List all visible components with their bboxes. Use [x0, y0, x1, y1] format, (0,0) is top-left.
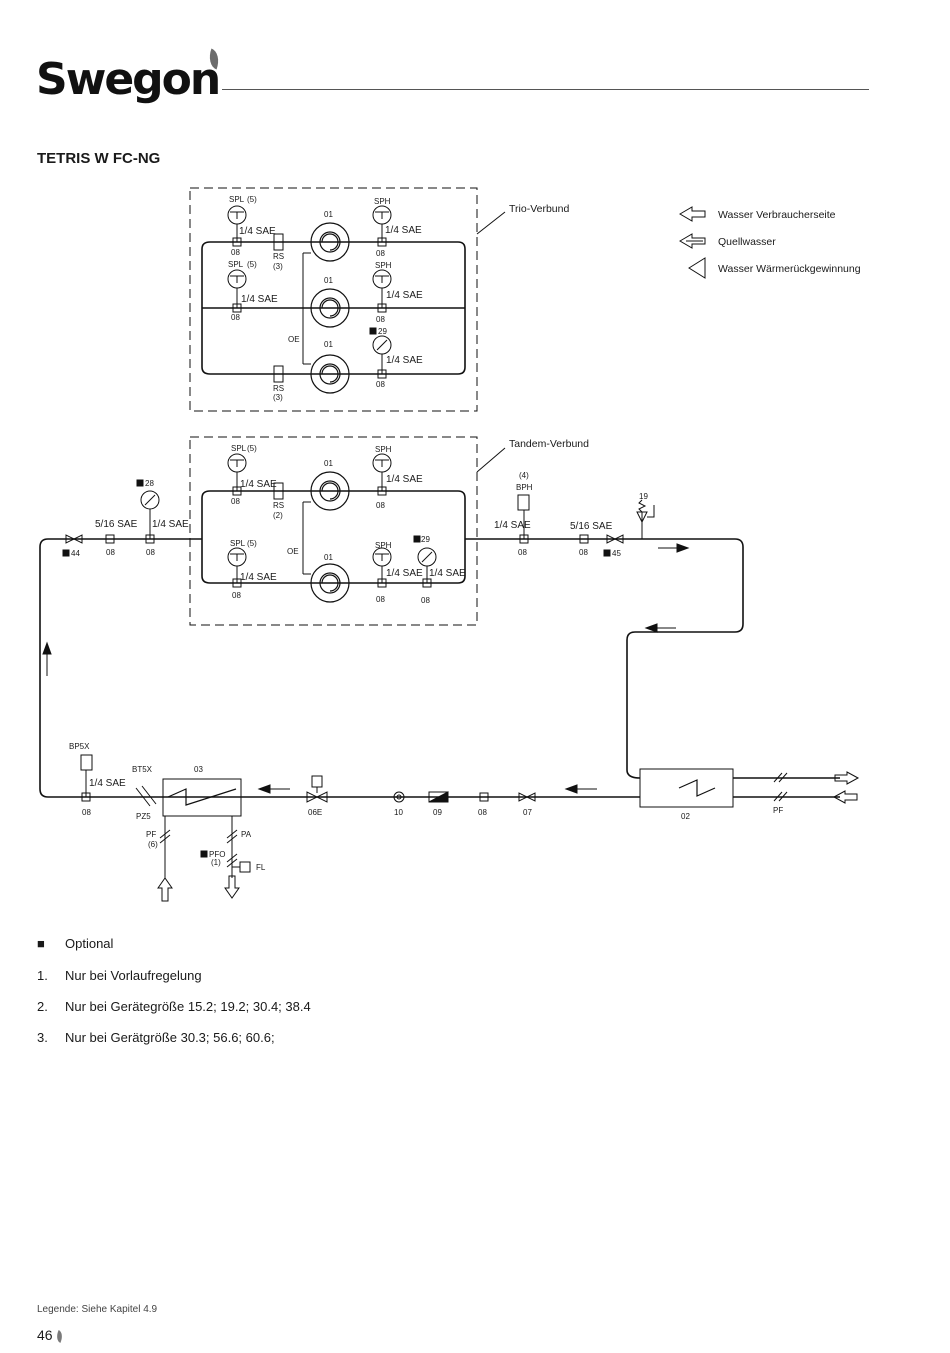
diagram-label: 08 [231, 248, 240, 257]
diagram-label: BT5X [132, 765, 153, 774]
diagram-label: 19 [639, 492, 648, 501]
diagram-label: SPH [375, 261, 392, 270]
diagram-label: PFO [209, 850, 225, 859]
header-divider [222, 89, 869, 90]
triangle-arrow-icon [688, 257, 706, 279]
diagram-label: 1/4 SAE [239, 226, 276, 237]
diagram-label: (2) [273, 511, 283, 520]
diagram-label: (5) [247, 260, 257, 269]
diagram-label: SPL [230, 539, 246, 548]
diagram-label: PF [146, 830, 156, 839]
legend-label: Quellwasser [718, 236, 776, 248]
tandem-group-frame [189, 436, 478, 626]
diagram-label: (3) [273, 393, 283, 402]
diagram-label: 1/4 SAE [386, 568, 423, 579]
diagram-label: 1/4 SAE [386, 355, 423, 366]
diagram-label: (5) [247, 444, 257, 453]
diagram-label: 01 [324, 210, 333, 219]
sph-label: SPH [374, 197, 391, 206]
diagram-label: FL [256, 863, 266, 872]
diagram-label: 01 [324, 459, 333, 468]
diagram-label: RS [273, 384, 284, 393]
page-number: 46 [37, 1327, 53, 1343]
hollow-arrow-icon [679, 206, 706, 222]
diagram-label: 07 [523, 808, 532, 817]
legende-reference: Legende: Siehe Kapitel 4.9 [37, 1304, 158, 1315]
diagram-label: (3) [273, 262, 283, 271]
diagram-label: 08 [232, 591, 241, 600]
diagram-label: 08 [106, 548, 115, 557]
diagram-label: (1) [211, 858, 221, 867]
diagram-label: 01 [324, 340, 333, 349]
diagram-label: 08 [231, 497, 240, 506]
diagram-label: 03 [194, 765, 203, 774]
diagram-label: 45 [612, 549, 621, 558]
diagram-label: 1/4 SAE [494, 520, 531, 531]
diagram-label: 1/4 SAE [89, 778, 126, 789]
diagram-label: 08 [376, 249, 385, 258]
diagram-label: SPH [375, 541, 392, 550]
diagram-label: 08 [146, 548, 155, 557]
swegon-logo: Swegon [36, 54, 221, 105]
diagram-label: 1/4 SAE [386, 290, 423, 301]
diagram-label: OE [288, 335, 300, 344]
diagram-label: 29 [421, 535, 430, 544]
diagram-label: 08 [518, 548, 527, 557]
diagram-label: 1/4 SAE [429, 568, 466, 579]
legend-label: Wasser Wärmerückgewinnung [718, 263, 861, 275]
diagram-label: 08 [421, 596, 430, 605]
diagram-label: 1/4 SAE [385, 225, 422, 236]
diagram-label: 29 [378, 327, 387, 336]
diagram-label: 08 [376, 501, 385, 510]
diagram-label: BPH [516, 483, 533, 492]
diagram-label: 08 [376, 380, 385, 389]
striped-arrow-icon [679, 233, 706, 249]
trio-group-frame [189, 187, 478, 412]
diagram-label: PZ5 [136, 812, 151, 821]
diagram-label: 08 [376, 595, 385, 604]
diagram-label: 44 [71, 549, 80, 558]
diagram-label: 08 [82, 808, 91, 817]
diagram-label: 5/16 SAE [570, 521, 613, 532]
diagram-label: 09 [433, 808, 442, 817]
diagram-label: 06E [308, 808, 322, 817]
diagram-label: (6) [148, 840, 158, 849]
diagram-label: 28 [145, 479, 154, 488]
diagram-label: SPH [375, 445, 392, 454]
diagram-label: 02 [681, 812, 690, 821]
diagram-label: (4) [519, 471, 529, 480]
diagram-label: SPL [228, 260, 244, 269]
diagram-label: PA [241, 830, 252, 839]
diagram-label: 1/4 SAE [386, 474, 423, 485]
diagram-label: 08 [376, 315, 385, 324]
trio-verbund-label: Trio-Verbund [509, 203, 569, 215]
diagram-label: PF [773, 806, 783, 815]
diagram-label: SPL [231, 444, 247, 453]
legend-label: Wasser Verbraucherseite [718, 209, 836, 221]
diagram-label: 1/4 SAE [241, 294, 278, 305]
diagram-label: 08 [231, 313, 240, 322]
diagram-label: 01 [324, 276, 333, 285]
diagram-label: BP5X [69, 742, 90, 751]
diagram-label: OE [287, 547, 299, 556]
diagram-label: RS [273, 501, 284, 510]
diagram-label: 08 [478, 808, 487, 817]
page-title: TETRIS W FC-NG [37, 150, 161, 167]
diagram-label: 1/4 SAE [152, 519, 189, 530]
diagram-label: 10 [394, 808, 403, 817]
diagram-label: 1/4 SAE [240, 479, 277, 490]
spl-label: SPL [229, 195, 245, 204]
diagram-label: 1/4 SAE [240, 572, 277, 583]
diagram-label: (5) [247, 195, 257, 204]
diagram-label: 08 [579, 548, 588, 557]
diagram-label: RS [273, 252, 284, 261]
diagram-label: 5/16 SAE [95, 519, 138, 530]
tandem-verbund-label: Tandem-Verbund [509, 438, 589, 450]
diagram-label: (5) [247, 539, 257, 548]
diagram-label: 01 [324, 553, 333, 562]
